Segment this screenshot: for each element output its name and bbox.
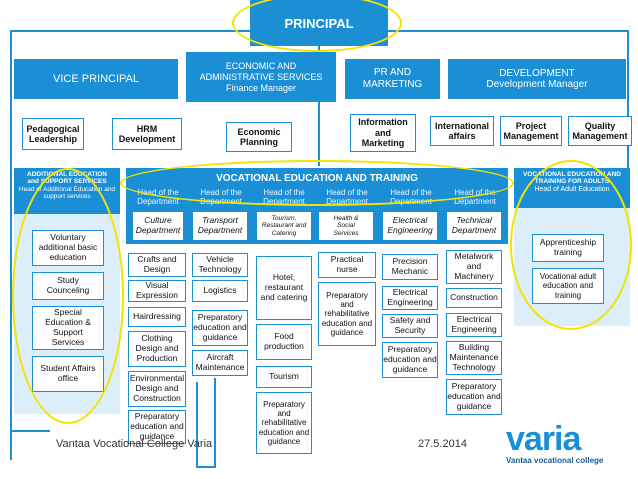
dept-transport: Transport Department: [192, 211, 248, 241]
program-label: Hairdressing: [133, 311, 181, 322]
pr-marketing-box: PR AND MARKETING: [345, 59, 440, 99]
highlight-additional-ellipse: [12, 168, 124, 424]
dept-tourism: Tourism, Restaurant and Catering: [256, 211, 312, 241]
program-label: Crafts and Design: [137, 254, 177, 274]
dept-health: Health & Social Services: [318, 211, 374, 241]
program-box: Vehicle Technology: [192, 253, 248, 277]
highlight-principal-ellipse: [232, 0, 402, 52]
hrm-development-box: HRM Development: [112, 118, 182, 150]
varia-logo-word: varia: [506, 420, 581, 458]
program-label: Preparatory education and guidance: [193, 312, 247, 342]
program-label: Environmental Design and Construction: [129, 373, 185, 403]
program-box: Clothing Design and Production: [128, 331, 186, 367]
program-box: Electrical Engineering: [382, 286, 438, 310]
quality-management-box: Quality Management: [568, 116, 632, 146]
program-label: Tourism: [269, 371, 299, 382]
project-management-box: Project Management: [500, 116, 562, 146]
program-box: Safety and Security: [382, 314, 438, 338]
dept-electrical-label: Electrical Engineering: [387, 215, 433, 235]
vice-principal-label: VICE PRINCIPAL: [53, 73, 139, 85]
program-label: Food production: [264, 331, 304, 351]
economic-planning-label: Economic Planning: [237, 126, 281, 147]
program-box: Logistics: [192, 280, 248, 302]
information-marketing-box: Information and Marketing: [350, 114, 416, 152]
program-label: Clothing Design and Production: [135, 333, 179, 363]
program-label: Safety and Security: [389, 315, 431, 335]
dept-transport-label: Transport Department: [197, 215, 243, 235]
program-box: Building Maintenance Technology: [446, 341, 502, 375]
program-box: Metalwork and Machinery: [446, 250, 502, 284]
economic-services-sub: Finance Manager: [225, 82, 297, 93]
footer-org: Vantaa Vocational College Varia: [56, 438, 213, 450]
pedagogical-leadership-box: Pedagogical Leadership: [22, 118, 84, 150]
program-box: Preparatory and rehabilitative education…: [256, 392, 312, 454]
footer-date: 27.5.2014: [418, 438, 467, 450]
program-label: Precision Mechanic: [391, 256, 429, 276]
program-box: Crafts and Design: [128, 253, 186, 277]
quality-management-label: Quality Management: [572, 120, 628, 141]
program-label: Vehicle Technology: [198, 254, 242, 274]
dept-electrical: Electrical Engineering: [382, 211, 438, 241]
highlight-adult-ellipse: [510, 160, 632, 330]
program-box: Aircraft Maintenance: [192, 350, 248, 376]
dept-technical-label: Technical Department: [451, 215, 497, 235]
development-sub: Development Manager: [486, 79, 588, 90]
program-box: Practical nurse: [318, 252, 376, 278]
program-box: Hotel, restaurant and catering: [256, 256, 312, 320]
program-box: Tourism: [256, 366, 312, 388]
project-management-label: Project Management: [503, 120, 559, 141]
dept-tourism-label: Tourism, Restaurant and Catering: [261, 214, 307, 237]
program-label: Preparatory and rehabilitative education…: [321, 291, 373, 337]
dept-technical: Technical Department: [446, 211, 502, 241]
economic-services-title: ECONOMIC AND ADMINISTRATIVE SERVICES: [199, 61, 323, 82]
program-label: Metalwork and Machinery: [454, 251, 494, 281]
dept-health-label: Health & Social Services: [333, 214, 359, 237]
development-box: DEVELOPMENT Development Manager: [448, 59, 626, 99]
program-box: Electrical Engineering: [446, 313, 502, 337]
international-affairs-label: International affairs: [434, 120, 489, 141]
economic-services-box: ECONOMIC AND ADMINISTRATIVE SERVICES Fin…: [186, 52, 336, 102]
program-box: Environmental Design and Construction: [128, 371, 186, 407]
economic-planning-box: Economic Planning: [226, 122, 292, 152]
program-box: Construction: [446, 288, 502, 308]
program-label: Logistics: [203, 285, 237, 296]
program-label: Preparatory and rehabilitative education…: [258, 400, 310, 446]
program-box: Preparatory education and guidance: [446, 379, 502, 415]
pr-marketing-title: PR AND MARKETING: [362, 67, 423, 90]
program-label: Aircraft Maintenance: [195, 352, 245, 372]
varia-logo: varia Vantaa vocational college: [506, 422, 634, 476]
program-label: Construction: [450, 292, 498, 303]
vice-principal-box: VICE PRINCIPAL: [14, 59, 178, 99]
program-label: Practical nurse: [330, 254, 364, 274]
program-label: Visual Expression: [135, 280, 179, 300]
varia-logo-sub: Vantaa vocational college: [506, 456, 604, 465]
program-box: Precision Mechanic: [382, 254, 438, 280]
program-label: Electrical Engineering: [387, 287, 433, 307]
program-box: Visual Expression: [128, 280, 186, 302]
highlight-vet-ellipse: [120, 160, 514, 206]
program-label: Preparatory education and guidance: [383, 344, 437, 374]
dept-culture: Culture Department: [132, 211, 184, 241]
program-box: Preparatory and rehabilitative education…: [318, 282, 376, 346]
pedagogical-leadership-label: Pedagogical Leadership: [26, 123, 80, 144]
program-label: Building Maintenance Technology: [449, 342, 499, 372]
international-affairs-box: International affairs: [430, 116, 494, 146]
program-label: Hotel, restaurant and catering: [260, 272, 308, 302]
program-label: Preparatory education and guidance: [447, 381, 501, 411]
dept-culture-label: Culture Department: [135, 215, 181, 235]
hrm-development-label: HRM Development: [118, 123, 176, 144]
program-box: Preparatory education and guidance: [382, 342, 438, 378]
program-box: Hairdressing: [128, 307, 186, 327]
program-box: Preparatory education and guidance: [192, 310, 248, 346]
program-label: Electrical Engineering: [451, 314, 497, 334]
development-title: DEVELOPMENT: [499, 68, 575, 79]
program-box: Preparatory education and guidance: [128, 410, 186, 444]
program-box: Food production: [256, 324, 312, 360]
program-label: Preparatory education and guidance: [130, 411, 184, 441]
information-marketing-label: Information and Marketing: [358, 117, 408, 149]
